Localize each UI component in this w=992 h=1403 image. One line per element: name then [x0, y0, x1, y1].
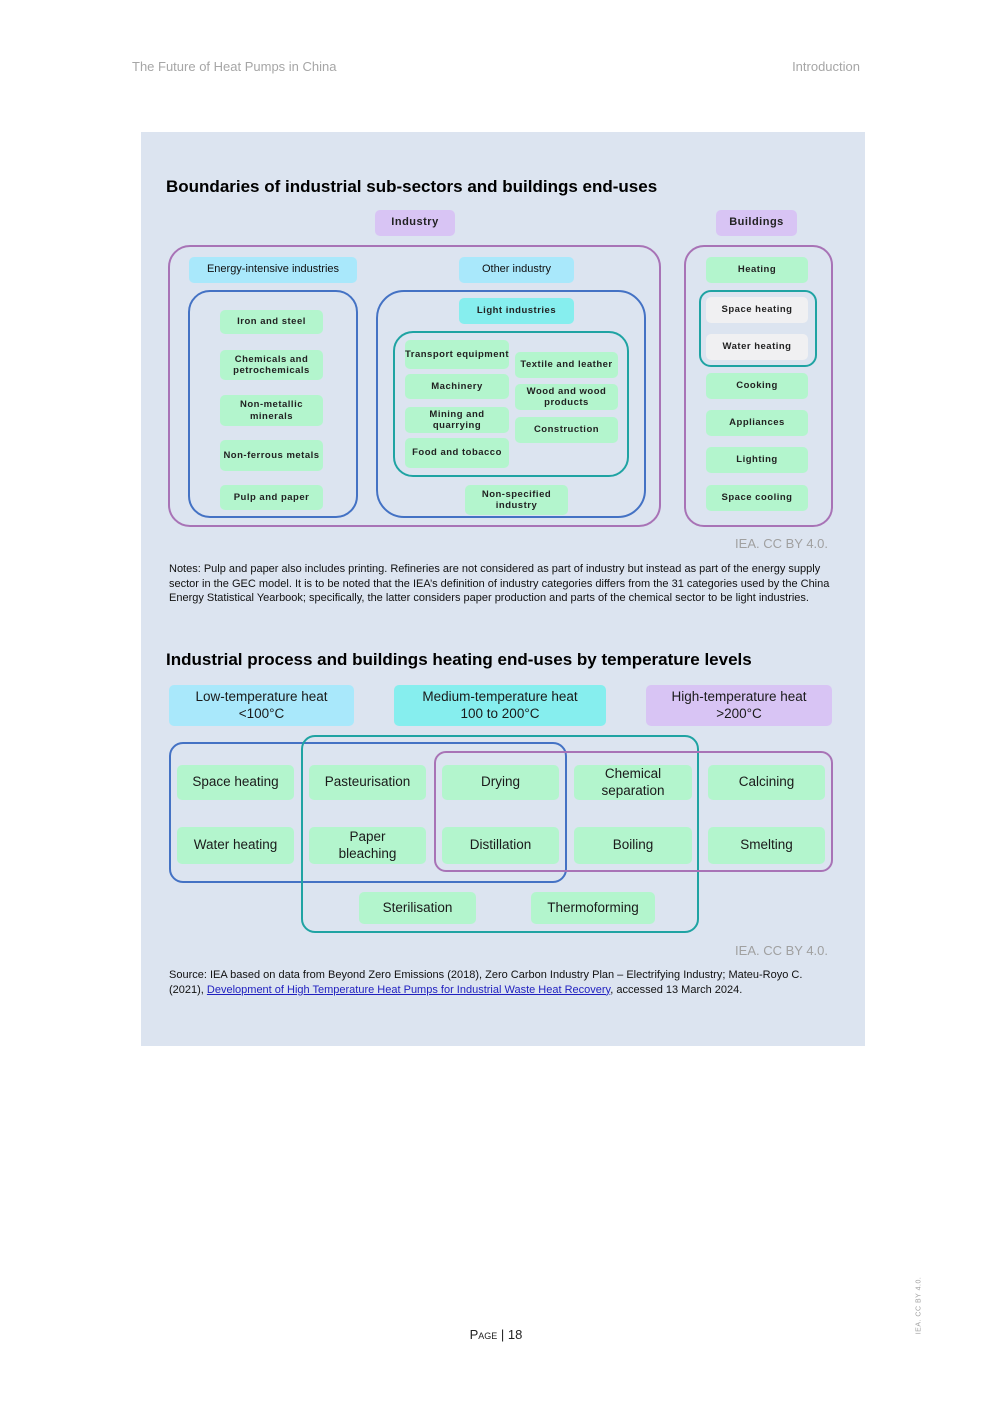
figure1-credit: IEA. CC BY 4.0. [735, 536, 828, 551]
buildings-item: Space cooling [706, 485, 808, 511]
ei-item: Chemicals and petrochemicals [220, 350, 323, 380]
energy-intensive-label: Energy-intensive industries [189, 257, 357, 283]
process-item: Drying [442, 765, 559, 800]
industry-boundary [168, 245, 661, 527]
source-prefix: Source: IEA based on data from Beyond Ze… [169, 969, 803, 996]
light-item: Transport equipment [405, 340, 509, 369]
low-temp-boundary [169, 742, 567, 883]
header-document-title: The Future of Heat Pumps in China [132, 59, 337, 74]
ei-item: Non-metallic minerals [220, 395, 323, 426]
figure-panel [141, 132, 865, 1046]
non-specified-item: Non-specified industry [465, 485, 568, 515]
buildings-item: Space heating [706, 297, 808, 323]
buildings-item: Lighting [706, 447, 808, 473]
other-industry-boundary [376, 290, 646, 518]
energy-intensive-boundary [188, 290, 358, 518]
process-item: Space heating [177, 765, 294, 800]
source-suffix: , accessed 13 March 2024. [610, 983, 743, 996]
figure2-title: Industrial process and buildings heating… [166, 650, 752, 669]
figure1-title: Boundaries of industrial sub-sectors and… [166, 177, 658, 196]
light-item: Textile and leather [515, 352, 618, 378]
process-item: Thermoforming [531, 892, 655, 924]
ei-item: Pulp and paper [220, 485, 323, 510]
light-item: Mining and quarrying [405, 407, 509, 433]
process-item: Sterilisation [359, 892, 476, 924]
light-item: Wood and wood products [515, 384, 618, 410]
buildings-label: Buildings [716, 210, 797, 236]
process-item: Calcining [708, 765, 825, 800]
buildings-item: Appliances [706, 410, 808, 436]
page-number: 18 [507, 1327, 523, 1342]
process-item: Water heating [177, 827, 294, 864]
industry-label: Industry [375, 210, 455, 236]
light-item: Machinery [405, 374, 509, 399]
light-item: Construction [515, 417, 618, 443]
buildings-boundary [684, 245, 833, 527]
figure1-notes: Notes: Pulp and paper also includes prin… [169, 563, 830, 604]
process-item: Boiling [574, 827, 692, 864]
buildings-item: Cooking [706, 373, 808, 399]
high-temp-name: High-temperature heat [671, 689, 807, 705]
buildings-item: Heating [706, 257, 808, 283]
space-water-heating-boundary [699, 290, 817, 367]
low-temp-name: Low-temperature heat [195, 689, 328, 705]
figure2-source: Source: IEA based on data from Beyond Ze… [169, 968, 833, 997]
process-item: Pasteurisation [309, 765, 426, 800]
process-item: Distillation [442, 827, 559, 864]
light-item: Food and tobacco [405, 438, 509, 468]
source-link[interactable]: Development of High Temperature Heat Pum… [206, 983, 611, 996]
medium-temp-range: 100 to 200°C [460, 705, 540, 721]
ei-item: Non-ferrous metals [220, 440, 323, 471]
header-section-title: Introduction [792, 59, 860, 74]
medium-temp-boundary [301, 735, 699, 933]
buildings-item: Water heating [706, 334, 808, 360]
page-footer: Page | 18 [469, 1327, 523, 1342]
process-item: Chemical separation [574, 765, 692, 800]
side-credit: IEA. CC BY 4.0. [915, 1276, 923, 1335]
high-temp-label: High-temperature heat >200°C [646, 685, 832, 726]
process-item: Paper bleaching [309, 827, 426, 864]
light-industries-boundary [393, 331, 629, 477]
page-label: Page [469, 1327, 498, 1342]
light-industries-label: Light industries [459, 298, 574, 324]
low-temp-label: Low-temperature heat <100°C [169, 685, 354, 726]
figure2-credit: IEA. CC BY 4.0. [735, 943, 828, 958]
low-temp-range: <100°C [238, 705, 285, 721]
ei-item: Iron and steel [220, 310, 323, 334]
medium-temp-label: Medium-temperature heat 100 to 200°C [394, 685, 606, 726]
other-industry-label: Other industry [459, 257, 574, 283]
process-item: Smelting [708, 827, 825, 864]
high-temp-boundary [434, 751, 833, 872]
high-temp-range: >200°C [716, 705, 762, 721]
medium-temp-name: Medium-temperature heat [422, 689, 578, 705]
